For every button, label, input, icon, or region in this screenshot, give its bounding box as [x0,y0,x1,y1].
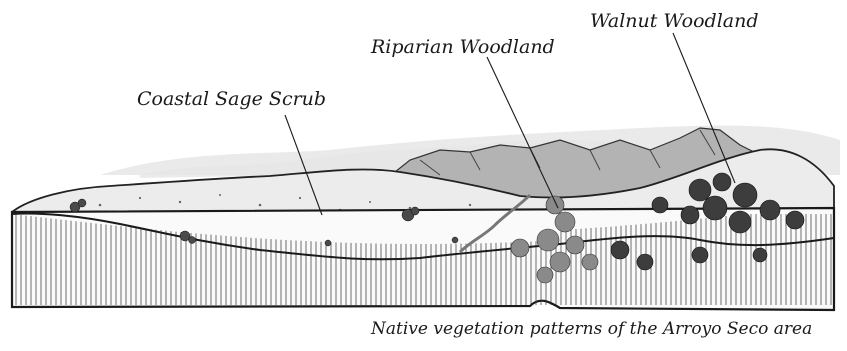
label-riparian-woodland: Riparian Woodland [371,38,555,57]
label-coastal-sage-scrub: Coastal Sage Scrub [137,90,326,109]
label-walnut-woodland: Walnut Woodland [590,12,759,31]
figure-caption: Native vegetation patterns of the Arroyo… [371,321,812,338]
